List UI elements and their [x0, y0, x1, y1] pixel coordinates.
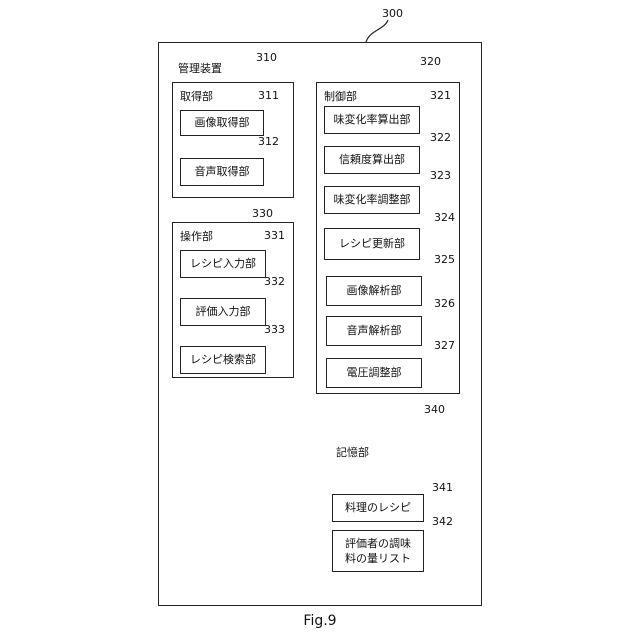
seasoning-list-label: 評価者の調味 料の量リスト	[333, 536, 423, 566]
taste-change-rate-adjust-box: 味変化率調整部	[324, 186, 420, 214]
audio-analysis-number: 326	[434, 298, 455, 310]
leader-300	[366, 20, 388, 42]
image-acquisition-number: 311	[258, 90, 279, 102]
control-unit-number: 320	[420, 56, 441, 68]
recipe-store-box: 料理のレシピ	[332, 494, 424, 522]
recipe-input-box: レシピ入力部	[180, 250, 266, 278]
audio-analysis-label: 音声解析部	[327, 324, 421, 338]
recipe-search-label: レシピ検索部	[181, 353, 265, 367]
image-analysis-number: 325	[434, 254, 455, 266]
voltage-adjust-number: 327	[434, 340, 455, 352]
recipe-input-number: 331	[264, 230, 285, 242]
image-acquisition-box: 画像取得部	[180, 110, 264, 136]
audio-analysis-box: 音声解析部	[326, 316, 422, 346]
seasoning-list-number: 342	[432, 516, 453, 528]
voltage-adjust-box: 電圧調整部	[326, 358, 422, 388]
image-analysis-box: 画像解析部	[326, 276, 422, 306]
recipe-update-label: レシピ更新部	[325, 237, 419, 251]
image-acquisition-label: 画像取得部	[181, 116, 263, 130]
taste-change-rate-calc-label: 味変化率算出部	[325, 113, 419, 127]
evaluation-input-label: 評価入力部	[181, 305, 265, 319]
recipe-input-label: レシピ入力部	[181, 257, 265, 271]
recipe-search-box: レシピ検索部	[180, 346, 266, 374]
voltage-adjust-label: 電圧調整部	[327, 366, 421, 380]
seasoning-list-label-line2: 料の量リスト	[333, 551, 423, 566]
reliability-calc-label: 信頼度算出部	[325, 153, 419, 167]
device-number: 300	[382, 8, 403, 20]
reliability-calc-number: 322	[430, 132, 451, 144]
seasoning-list-label-line1: 評価者の調味	[333, 536, 423, 551]
audio-acquisition-box: 音声取得部	[180, 158, 264, 186]
recipe-search-number: 333	[264, 324, 285, 336]
management-device-label: 管理装置	[178, 62, 222, 75]
recipe-update-number: 324	[434, 212, 455, 224]
taste-change-rate-adjust-label: 味変化率調整部	[325, 193, 419, 207]
recipe-update-box: レシピ更新部	[324, 228, 420, 260]
recipe-store-number: 341	[432, 482, 453, 494]
storage-unit-label: 記憶部	[336, 446, 369, 459]
reliability-calc-box: 信頼度算出部	[324, 146, 420, 174]
storage-unit-number: 340	[424, 404, 445, 416]
control-unit-label: 制御部	[324, 90, 357, 103]
audio-acquisition-number: 312	[258, 136, 279, 148]
taste-change-rate-calc-number: 321	[430, 90, 451, 102]
image-analysis-label: 画像解析部	[327, 284, 421, 298]
operation-unit-label: 操作部	[180, 230, 213, 243]
seasoning-list-box: 評価者の調味 料の量リスト	[332, 530, 424, 572]
acquisition-unit-number: 310	[256, 52, 277, 64]
acquisition-unit-label: 取得部	[180, 90, 213, 103]
recipe-store-label: 料理のレシピ	[333, 501, 423, 515]
evaluation-input-number: 332	[264, 276, 285, 288]
figure-caption: Fig.9	[0, 613, 640, 629]
operation-unit-number: 330	[252, 208, 273, 220]
audio-acquisition-label: 音声取得部	[181, 165, 263, 179]
taste-change-rate-calc-box: 味変化率算出部	[324, 106, 420, 134]
evaluation-input-box: 評価入力部	[180, 298, 266, 326]
taste-change-rate-adjust-number: 323	[430, 170, 451, 182]
